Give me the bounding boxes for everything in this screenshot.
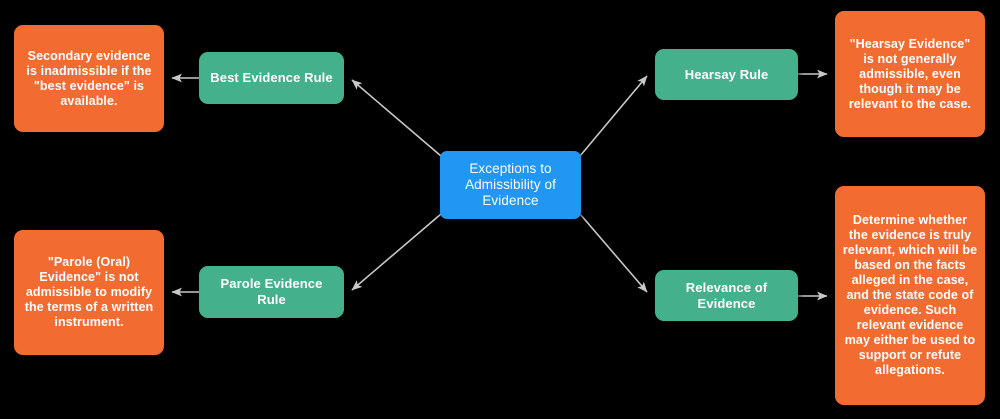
branch-node-best-evidence-rule-label: Best Evidence Rule [210, 70, 333, 86]
detail-node-parole-evidence[interactable]: "Parole (Oral) Evidence" is not admissib… [14, 230, 164, 355]
detail-node-secondary-evidence-label: Secondary evidence is inadmissible if th… [26, 48, 152, 108]
detail-node-secondary-evidence[interactable]: Secondary evidence is inadmissible if th… [14, 25, 164, 132]
detail-node-hearsay-label: "Hearsay Evidence" is not generally admi… [848, 36, 972, 111]
branch-node-hearsay-rule[interactable]: Hearsay Rule [655, 49, 798, 100]
detail-node-parole-evidence-label: "Parole (Oral) Evidence" is not admissib… [24, 255, 154, 329]
connector-central-to-parole-evidence-rule [351, 213, 442, 291]
central-node[interactable]: Exceptions to Admissibility of Evidence [440, 151, 581, 219]
connector-central-to-best-evidence-rule [351, 79, 442, 157]
central-node-label: Exceptions to Admissibility of Evidence [465, 160, 556, 209]
branch-node-relevance-of-evidence[interactable]: Relevance of Evidence [655, 270, 798, 321]
branch-node-relevance-of-evidence-label: Relevance of Evidence [685, 279, 768, 311]
detail-node-relevance[interactable]: Determine whether the evidence is truly … [835, 186, 985, 405]
branch-node-parole-evidence-rule-label: Parole Evidence Rule [220, 276, 323, 307]
connector-central-to-hearsay-rule [579, 75, 648, 157]
detail-node-hearsay[interactable]: "Hearsay Evidence" is not generally admi… [835, 11, 985, 137]
branch-node-best-evidence-rule[interactable]: Best Evidence Rule [199, 52, 344, 104]
detail-node-relevance-label: Determine whether the evidence is truly … [842, 213, 978, 377]
branch-node-hearsay-rule-label: Hearsay Rule [684, 66, 769, 82]
branch-node-parole-evidence-rule[interactable]: Parole Evidence Rule [199, 266, 344, 318]
connector-central-to-relevance-of-evidence [579, 213, 648, 293]
